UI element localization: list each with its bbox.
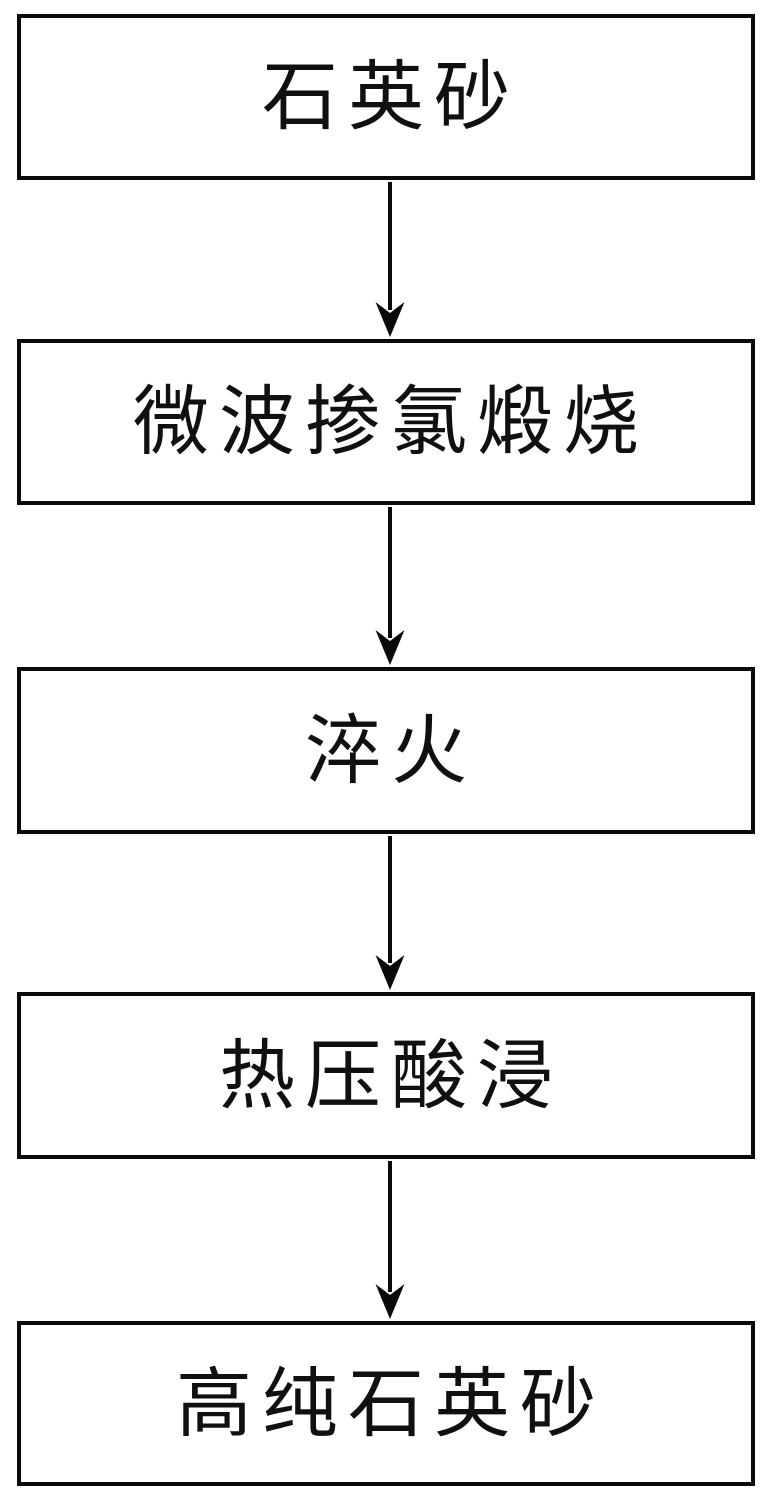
arrow-down-icon-3 — [373, 836, 407, 990]
arrow-down-icon-4 — [373, 1161, 407, 1319]
process-node-2-label: 微波掺氯煅烧 — [133, 377, 649, 467]
process-node-4: 热压酸浸 — [17, 992, 755, 1159]
process-node-2: 微波掺氯煅烧 — [17, 339, 755, 505]
process-node-4-label: 热压酸浸 — [219, 1030, 563, 1120]
arrow-down-icon-1 — [373, 182, 407, 337]
process-node-3: 淬火 — [17, 667, 755, 834]
arrow-down-icon-2 — [373, 507, 407, 665]
process-node-1: 石英砂 — [17, 14, 755, 180]
process-node-5-label: 高纯石英砂 — [176, 1358, 606, 1448]
process-node-1-label: 石英砂 — [262, 52, 520, 142]
process-node-3-label: 淬火 — [305, 705, 477, 795]
process-node-5: 高纯石英砂 — [17, 1321, 755, 1486]
